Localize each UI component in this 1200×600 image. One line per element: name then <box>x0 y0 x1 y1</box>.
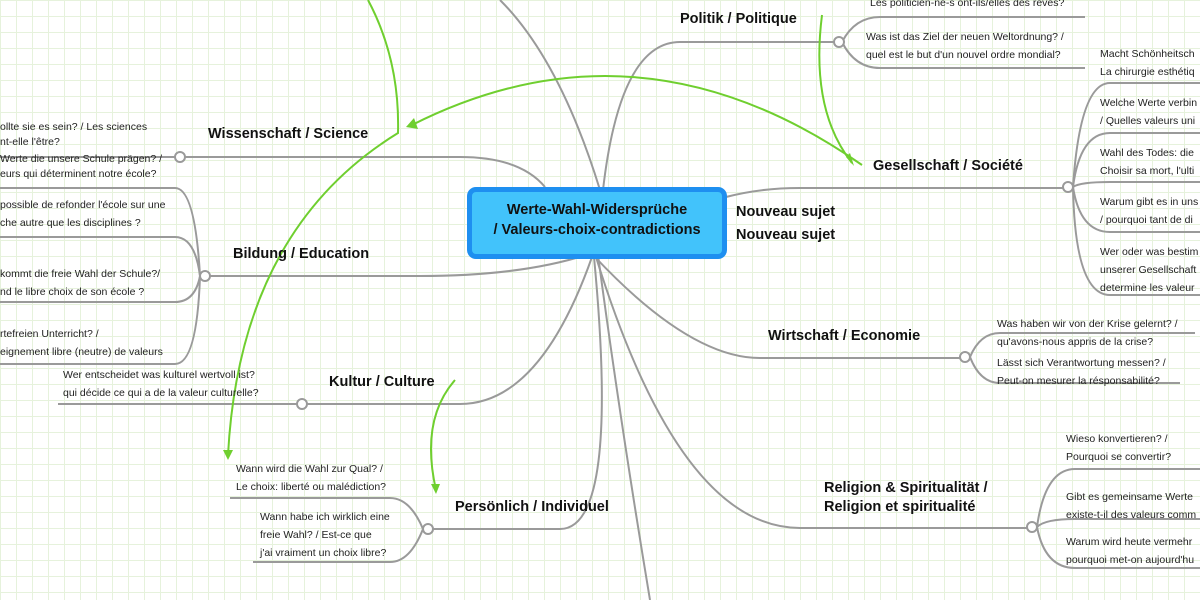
node-wirtschaft <box>959 351 971 363</box>
subtopic[interactable]: kommt die freie Wahl der Schule?/nd le l… <box>0 268 161 298</box>
branch-line-wissenschaft <box>185 156 546 188</box>
node-wissenschaft <box>174 151 186 163</box>
branch-politik[interactable]: Politik / Politique <box>680 11 797 27</box>
branch-line-gesellschaft <box>725 187 1063 198</box>
branch-persoenlich[interactable]: Persönlich / Individuel <box>455 499 609 515</box>
relation-arrow-2 <box>818 14 853 164</box>
node-kultur <box>296 398 308 410</box>
node-politik <box>833 36 845 48</box>
branch-wirtschaft[interactable]: Wirtschaft / Economie <box>768 328 921 344</box>
new-topic-overlay[interactable]: Nouveau sujet <box>736 204 836 220</box>
central-topic[interactable] <box>467 187 727 259</box>
arrowhead <box>431 484 440 494</box>
subtopic[interactable]: Wieso konvertieren? /Pourquoi se convert… <box>1066 433 1172 463</box>
arrowhead <box>846 153 854 166</box>
relation-arrow-1 <box>227 0 400 456</box>
branch-wissenschaft[interactable]: Wissenschaft / Science <box>208 126 369 142</box>
subtopic[interactable]: Wann wird die Wahl zur Qual? /Le choix: … <box>236 463 387 493</box>
subtopic[interactable]: Wer entscheidet was kulturel wertvoll is… <box>63 369 259 399</box>
branch-line-wirtschaft <box>594 256 960 359</box>
branch-kultur[interactable]: Kultur / Culture <box>329 374 435 390</box>
branch-line-religion <box>595 256 1027 529</box>
arrowhead <box>223 450 233 460</box>
central-topic-text: Werte-Wahl-Widersprüche/ Valeurs-choix-c… <box>493 202 701 238</box>
arrowhead <box>406 118 418 129</box>
relation-arrow-4 <box>430 379 456 491</box>
subtopic[interactable]: Welche Werte verbin/ Quelles valeurs uni <box>1100 97 1198 127</box>
subtopic[interactable]: Les politicien-ne-s ont-ils/elles des rê… <box>870 0 1065 9</box>
branch-line-persoenlich <box>433 256 603 530</box>
subtopic[interactable]: rtefreien Unterricht? /eignement libre (… <box>0 328 163 358</box>
branch-bildung[interactable]: Bildung / Education <box>233 246 370 262</box>
branch-line-bildung <box>210 254 587 277</box>
branch-religion[interactable]: Religion & Spiritualität /Religion et sp… <box>824 480 988 515</box>
subtopic[interactable]: Was haben wir von der Krise gelernt? /qu… <box>997 318 1178 348</box>
branch-line-bottom <box>597 254 651 600</box>
branch-line-politik <box>602 41 838 191</box>
branch-gesellschaft[interactable]: Gesellschaft / Société <box>873 158 1023 174</box>
branch-line-kultur <box>307 256 593 405</box>
node-persoenlich <box>422 523 434 535</box>
subtopic[interactable]: Warum gibt es in uns/ pourquoi tant de d… <box>1100 196 1199 226</box>
subtopic[interactable]: Was ist das Ziel der neuen Weltordnung? … <box>866 31 1064 61</box>
branch-line-top <box>499 0 601 191</box>
subtopic[interactable]: Lässt sich Verantwortung messen? /Peut-o… <box>997 357 1166 387</box>
subtopic[interactable]: Werte die unsere Schule prägen? /eurs qu… <box>0 153 163 180</box>
node-gesellschaft <box>1062 181 1074 193</box>
node-religion <box>1026 521 1038 533</box>
node-bildung <box>199 270 211 282</box>
new-topic-overlay[interactable]: Nouveau sujet <box>736 227 836 243</box>
relation-arrow-3 <box>411 75 863 166</box>
